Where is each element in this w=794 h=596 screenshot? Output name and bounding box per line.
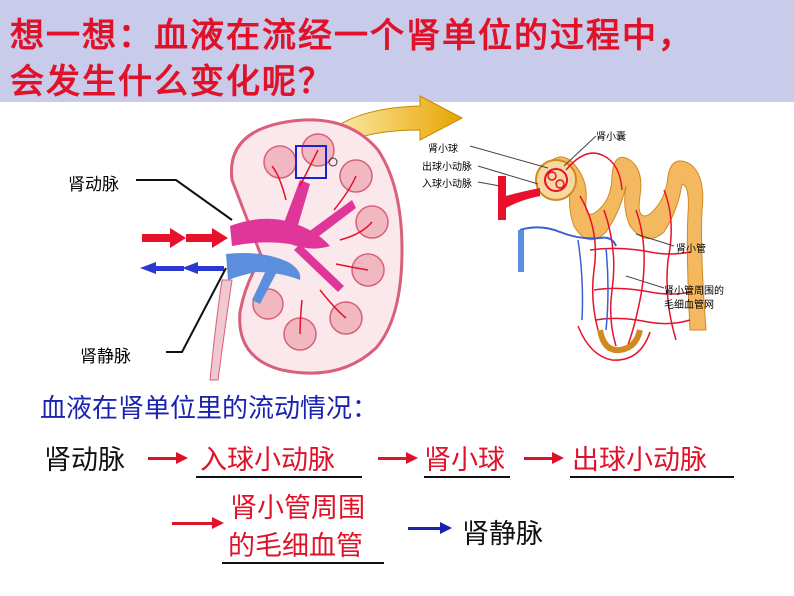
flow-arrows xyxy=(148,452,564,534)
flow-step-afferent: 入球小动脉 xyxy=(200,445,335,476)
flow-arrow-5 xyxy=(408,522,452,534)
flow-arrow-4 xyxy=(172,517,224,529)
tubule-label: 肾小管 xyxy=(676,244,706,255)
glomerulus-label: 肾小球 xyxy=(428,144,458,155)
flow-step-efferent: 出球小动脉 xyxy=(572,445,707,476)
nephron-diagram xyxy=(469,135,707,361)
answer-line-4 xyxy=(222,562,384,564)
capillary-label-line2: 毛细血管网 xyxy=(664,300,714,311)
flow-arrow-2 xyxy=(378,452,418,464)
renal-artery-label: 肾动脉 xyxy=(68,175,119,195)
title-banner xyxy=(0,0,794,102)
venous-outflow-arrows xyxy=(140,262,224,274)
arterial-inflow-arrows xyxy=(142,228,228,248)
artery-leader xyxy=(136,179,233,221)
answer-line-3 xyxy=(570,476,734,478)
flow-step-capillaries-line2: 的毛细血管 xyxy=(228,531,363,562)
afferent-arteriole-label: 入球小动脉 xyxy=(422,179,472,190)
answer-line-1 xyxy=(196,476,362,478)
title-line-2: 会发生什么变化呢？ xyxy=(10,62,334,102)
flow-step-renal-artery: 肾动脉 xyxy=(44,445,125,476)
kidney-section xyxy=(209,118,404,381)
answer-line-2 xyxy=(424,476,510,478)
title-line-1: 想一想：血液在流经一个肾单位的过程中， xyxy=(10,16,694,56)
flow-arrow-1 xyxy=(148,452,188,464)
flow-step-renal-vein: 肾静脉 xyxy=(462,519,543,550)
flow-step-capillaries-line1: 肾小管周围 xyxy=(230,493,365,524)
capsule-label: 肾小囊 xyxy=(596,132,626,143)
flow-heading: 血液在肾单位里的流动情况： xyxy=(40,394,379,424)
flow-arrow-3 xyxy=(524,452,564,464)
efferent-arteriole-label: 出球小动脉 xyxy=(422,162,472,173)
renal-vein-label: 肾静脉 xyxy=(80,347,131,367)
flow-step-glomerulus: 肾小球 xyxy=(424,445,505,476)
capillary-label-line1: 肾小管周围的 xyxy=(664,286,724,297)
vein-leader xyxy=(166,267,227,353)
